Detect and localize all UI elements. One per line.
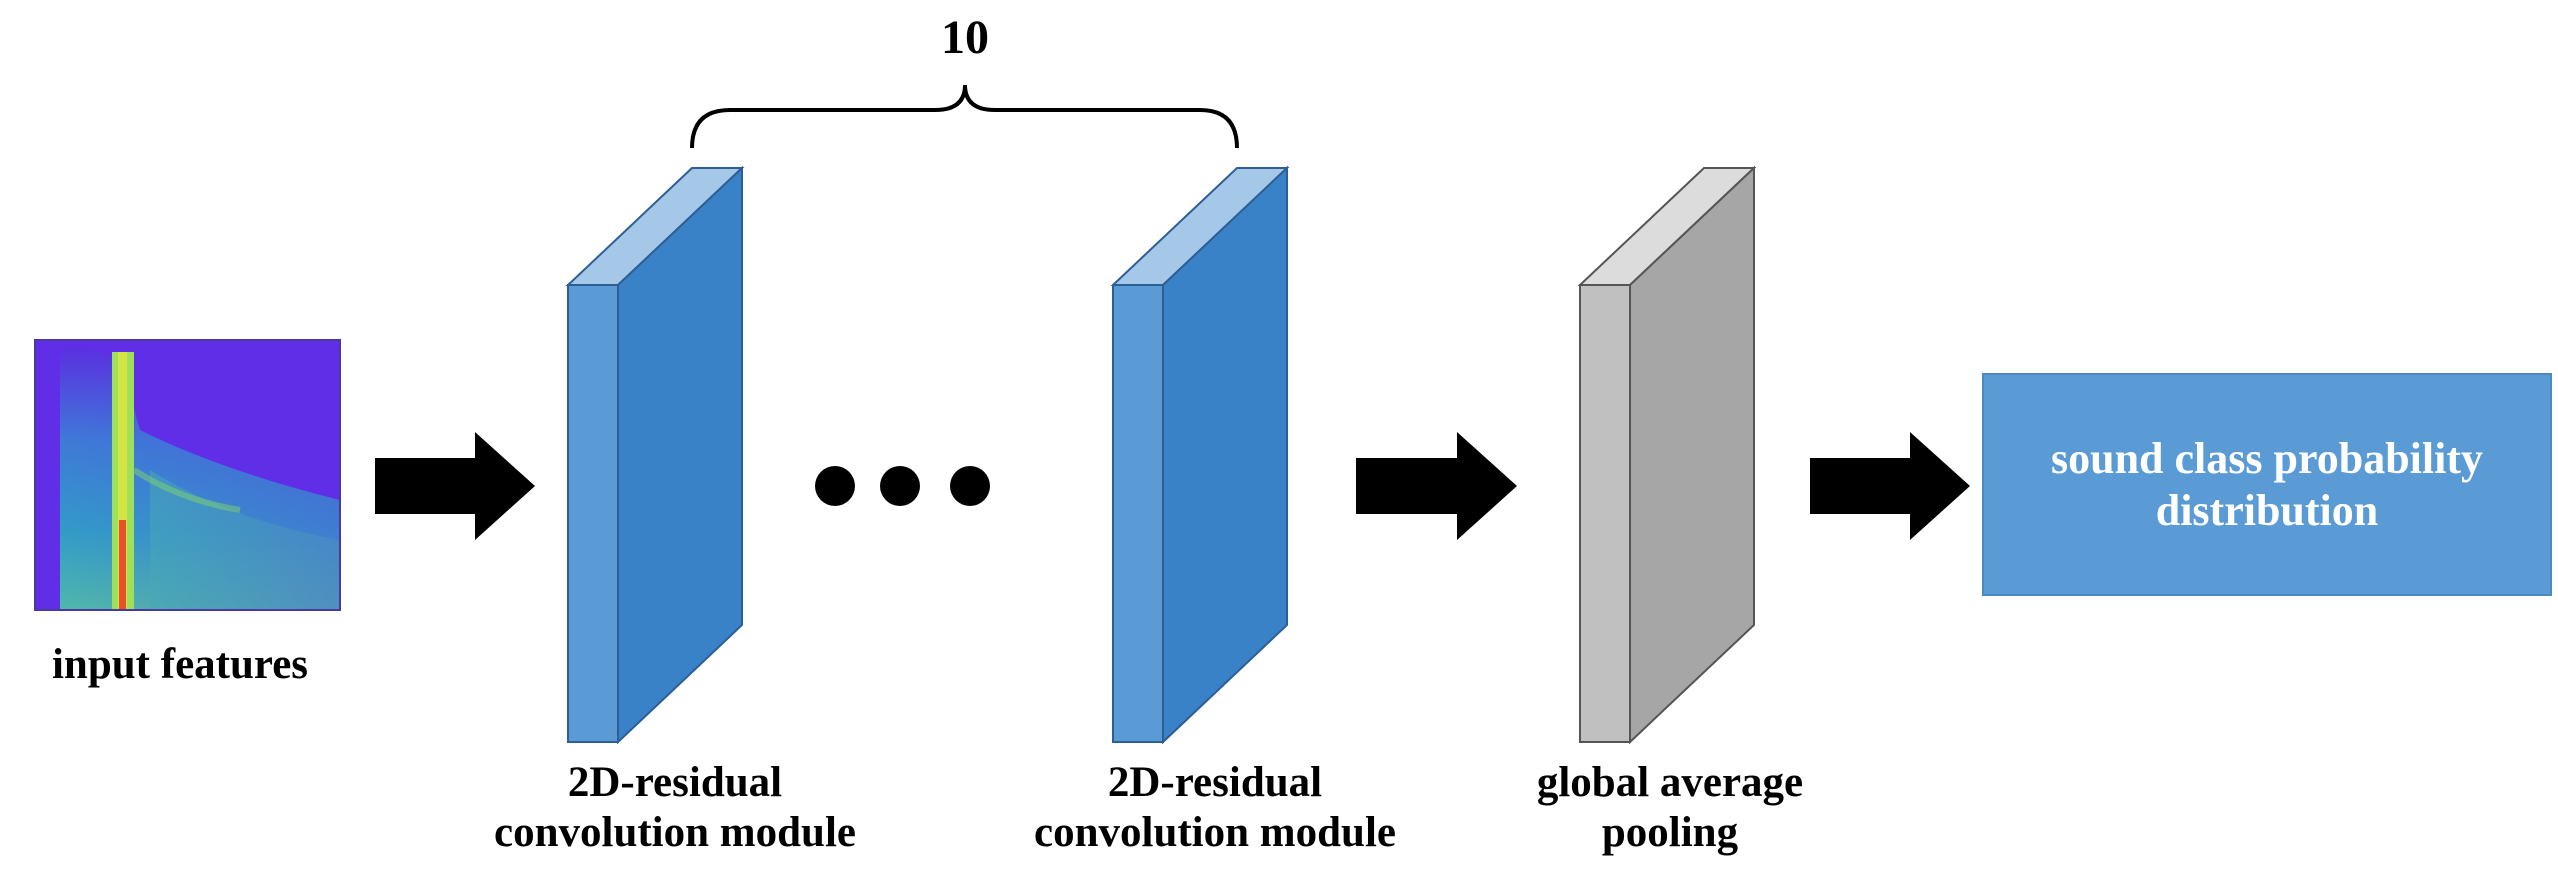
spectrogram-image [34, 339, 341, 611]
pooling-label-line2: pooling [1601, 809, 1739, 856]
module-label-line1: 2D-residual [567, 759, 783, 806]
residual-module-block [565, 165, 745, 745]
output-label-line2: distribution [2155, 485, 2379, 535]
curly-brace [690, 84, 1239, 149]
module-label-line2: convolution module [1034, 809, 1396, 856]
module-label: 2D-residual convolution module [475, 758, 875, 858]
module-label-line1: 2D-residual [1107, 759, 1323, 806]
ellipsis-dots [815, 466, 990, 506]
right-arrow-icon [1810, 432, 1970, 540]
pooling-label-line1: global average [1536, 759, 1804, 806]
pooling-block [1577, 165, 1757, 745]
right-arrow-icon [375, 432, 535, 540]
output-probability-box: sound class probability distribution [1982, 373, 2552, 596]
right-arrow-icon [1356, 432, 1517, 540]
repeat-count-label: 10 [941, 11, 989, 64]
input-features-label: input features [51, 641, 309, 688]
module-label: 2D-residual convolution module [1015, 758, 1415, 858]
pooling-label: global average pooling [1500, 758, 1840, 858]
residual-module-block [1110, 165, 1290, 745]
output-label-line1: sound class probability [2050, 433, 2483, 483]
module-label-line2: convolution module [494, 809, 856, 856]
